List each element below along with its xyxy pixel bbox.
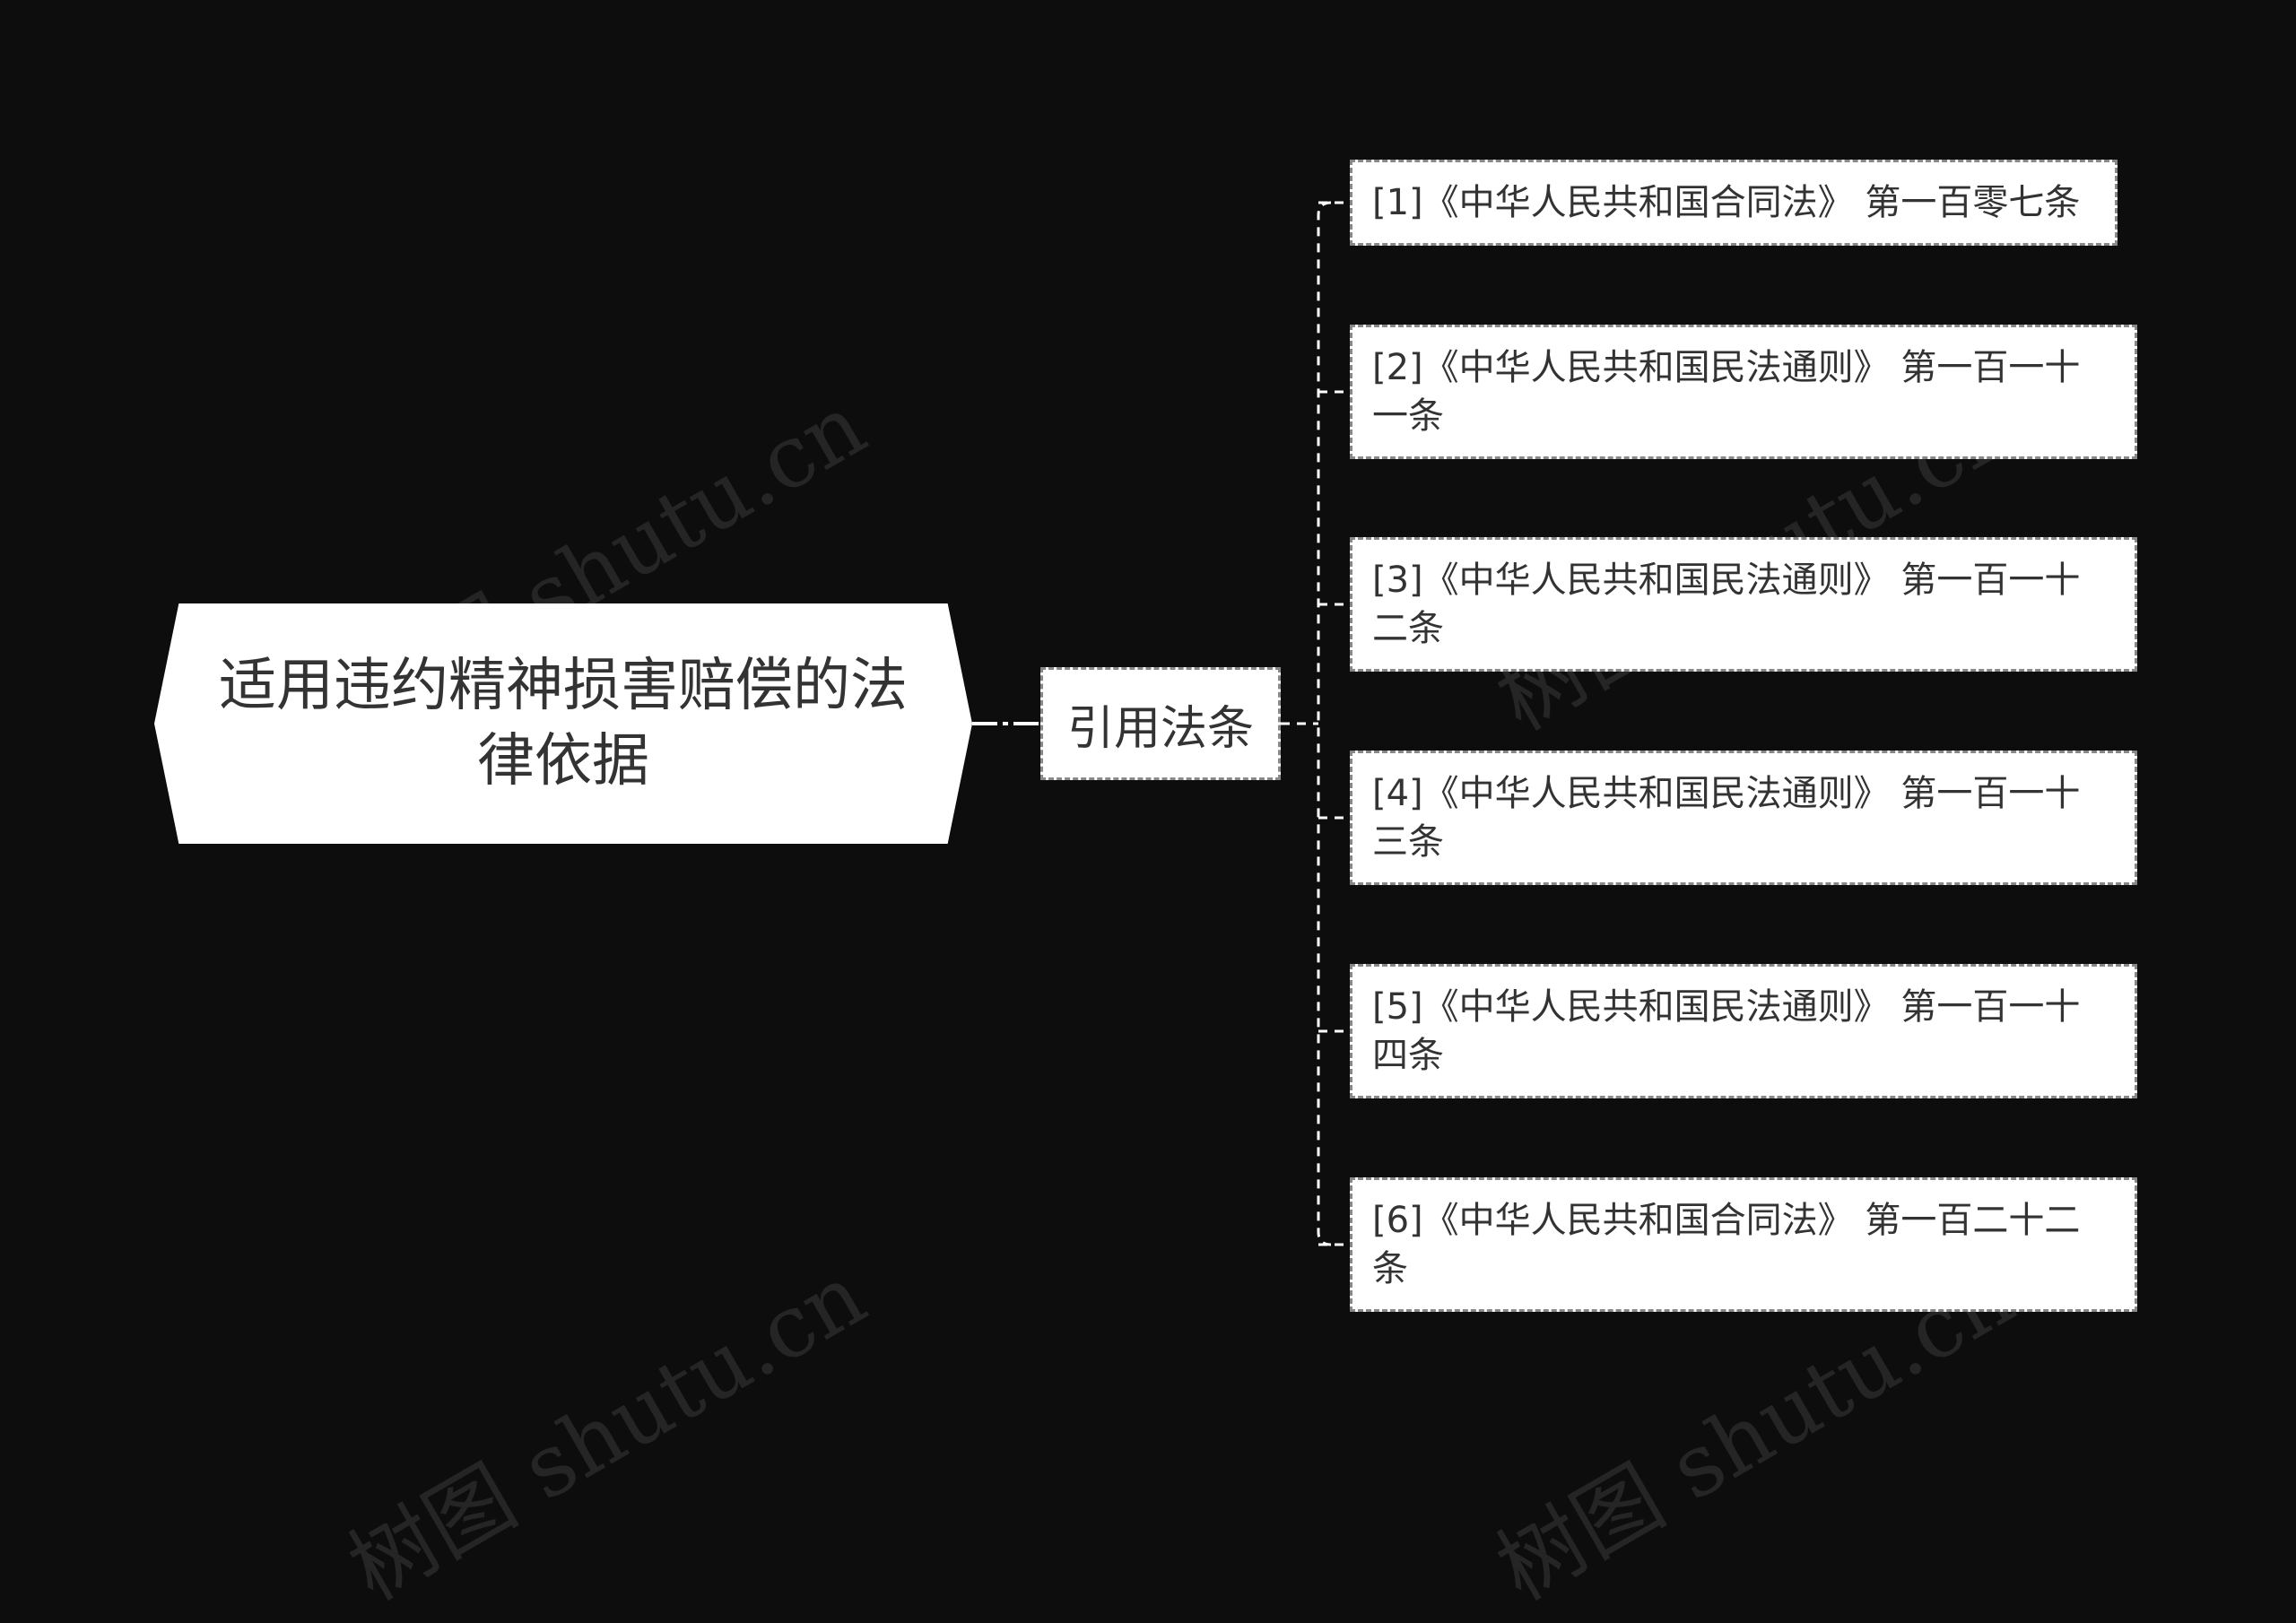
leaf-node-label: [6]《中华人民共和国合同法》 第一百二十二条 — [1372, 1200, 2081, 1289]
leaf-node-label: [4]《中华人民共和国民法通则》 第一百一十三条 — [1372, 773, 2081, 863]
branch-node[interactable]: 引用法条 — [1040, 667, 1281, 780]
leaf-node[interactable]: [4]《中华人民共和国民法通则》 第一百一十三条 — [1350, 751, 2137, 885]
leaf-node[interactable]: [6]《中华人民共和国合同法》 第一百二十二条 — [1350, 1177, 2137, 1312]
leaf-node-label: [3]《中华人民共和国民法通则》 第一百一十二条 — [1372, 560, 2081, 649]
leaf-node[interactable]: [3]《中华人民共和国民法通则》 第一百一十二条 — [1350, 537, 2137, 672]
leaf-node-label: [2]《中华人民共和国民法通则》 第一百一十一条 — [1372, 347, 2081, 437]
root-node-label: 适用违约精神损害赔偿的法律依据 — [219, 653, 908, 794]
leaf-node[interactable]: [2]《中华人民共和国民法通则》 第一百一十一条 — [1350, 325, 2137, 459]
branch-node-label: 引用法条 — [1066, 701, 1254, 756]
connector-trunk — [1317, 201, 1332, 1246]
connector-layer — [972, 201, 1350, 1246]
root-node[interactable]: 适用违约精神损害赔偿的法律依据 — [154, 603, 972, 844]
leaf-node-label: [1]《中华人民共和国合同法》 第一百零七条 — [1372, 182, 2081, 223]
leaf-node-label: [5]《中华人民共和国民法通则》 第一百一十四条 — [1372, 986, 2081, 1076]
leaf-node[interactable]: [1]《中华人民共和国合同法》 第一百零七条 — [1350, 160, 2118, 246]
leaf-node[interactable]: [5]《中华人民共和国民法通则》 第一百一十四条 — [1350, 964, 2137, 1098]
